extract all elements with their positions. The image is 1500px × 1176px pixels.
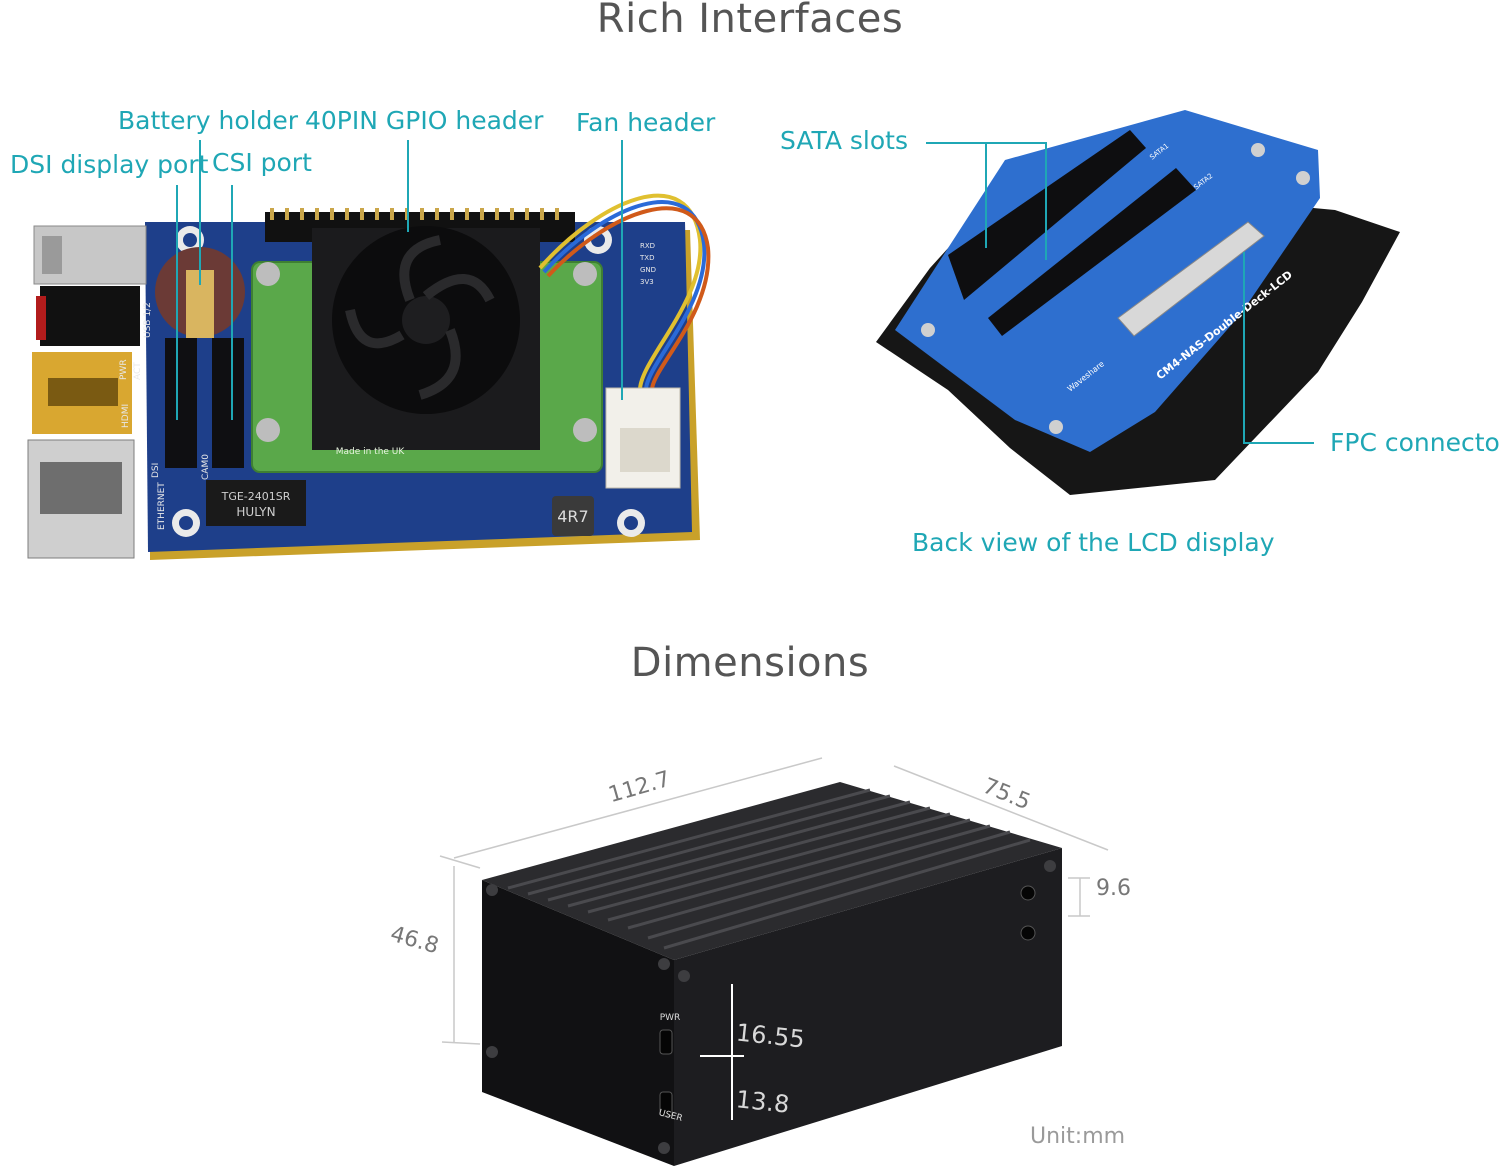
dsi-connector — [165, 338, 197, 468]
label-csi-port: CSI port — [212, 148, 312, 177]
sata-slot-2 — [988, 168, 1196, 336]
chip-label: HULYN — [236, 505, 275, 519]
silk-cam: CAM0 — [201, 454, 211, 480]
side-button-1 — [1020, 885, 1036, 901]
pwr-button — [659, 1029, 673, 1055]
dimension-lines — [439, 757, 1109, 1045]
fpc-connector — [1117, 221, 1265, 337]
io-board-image: 4R7 TGE-2401SR HULYN Made in the UK USB … — [27, 193, 711, 560]
unit-label: Unit:mm — [1030, 1124, 1126, 1149]
svg-text:3V3: 3V3 — [640, 278, 654, 286]
board-leader-lines — [176, 140, 623, 420]
lcd-pcb — [895, 110, 1320, 452]
power-jack — [40, 286, 140, 346]
side-button-2 — [1020, 925, 1036, 941]
enclosure-front — [482, 880, 674, 1166]
label-gpio-header: 40PIN GPIO header — [305, 106, 544, 135]
chip-code-label: TGE-2401SR — [221, 490, 291, 503]
lcd-back-image: CM4-NAS-Double-Deck-LCD Waveshare SATA1 … — [876, 110, 1400, 495]
label-fan-header: Fan header — [576, 108, 716, 137]
enclosure-side — [674, 848, 1062, 1166]
silk-ethernet: ETHERNET — [157, 482, 167, 530]
csi-connector — [212, 338, 244, 468]
front-pwr-label: PWR — [660, 1013, 681, 1023]
heading-dimensions: Dimensions — [630, 640, 870, 686]
svg-text:RXD: RXD — [640, 242, 655, 250]
silk-fan-pins: RXD TXD GND 3V3 — [639, 242, 656, 286]
made-in-label: Made in the UK — [336, 447, 406, 457]
inductor — [552, 496, 594, 536]
lcd-leader-lines — [926, 142, 1314, 444]
silk-pwr: PWR — [119, 359, 129, 380]
user-button — [659, 1091, 673, 1117]
dim-lower-offset: 13.8 — [734, 1085, 791, 1119]
front-dimension-lines — [700, 984, 744, 1120]
svg-text:GND: GND — [640, 266, 656, 274]
silk-hdmi: HDMI — [121, 404, 131, 428]
label-dsi-port: DSI display port — [10, 150, 209, 179]
heading-rich-interfaces: Rich Interfaces — [596, 0, 904, 42]
silk-act: ACT — [133, 362, 143, 380]
enclosure-image: PWR USER — [482, 782, 1062, 1166]
label-battery-holder: Battery holder — [118, 106, 299, 135]
label-sata-slots: SATA slots — [780, 126, 908, 155]
ethernet-chip — [206, 480, 306, 526]
dim-button-spacing: 9.6 — [1096, 876, 1131, 901]
label-fpc-connector: FPC connector — [1330, 428, 1500, 457]
silk-usb: USB 1/2 — [143, 302, 153, 338]
inductor-label: 4R7 — [557, 507, 588, 526]
silk-dsi: DSI — [151, 463, 161, 478]
svg-text:TXD: TXD — [639, 254, 654, 262]
label-back-view: Back view of the LCD display — [912, 528, 1275, 557]
